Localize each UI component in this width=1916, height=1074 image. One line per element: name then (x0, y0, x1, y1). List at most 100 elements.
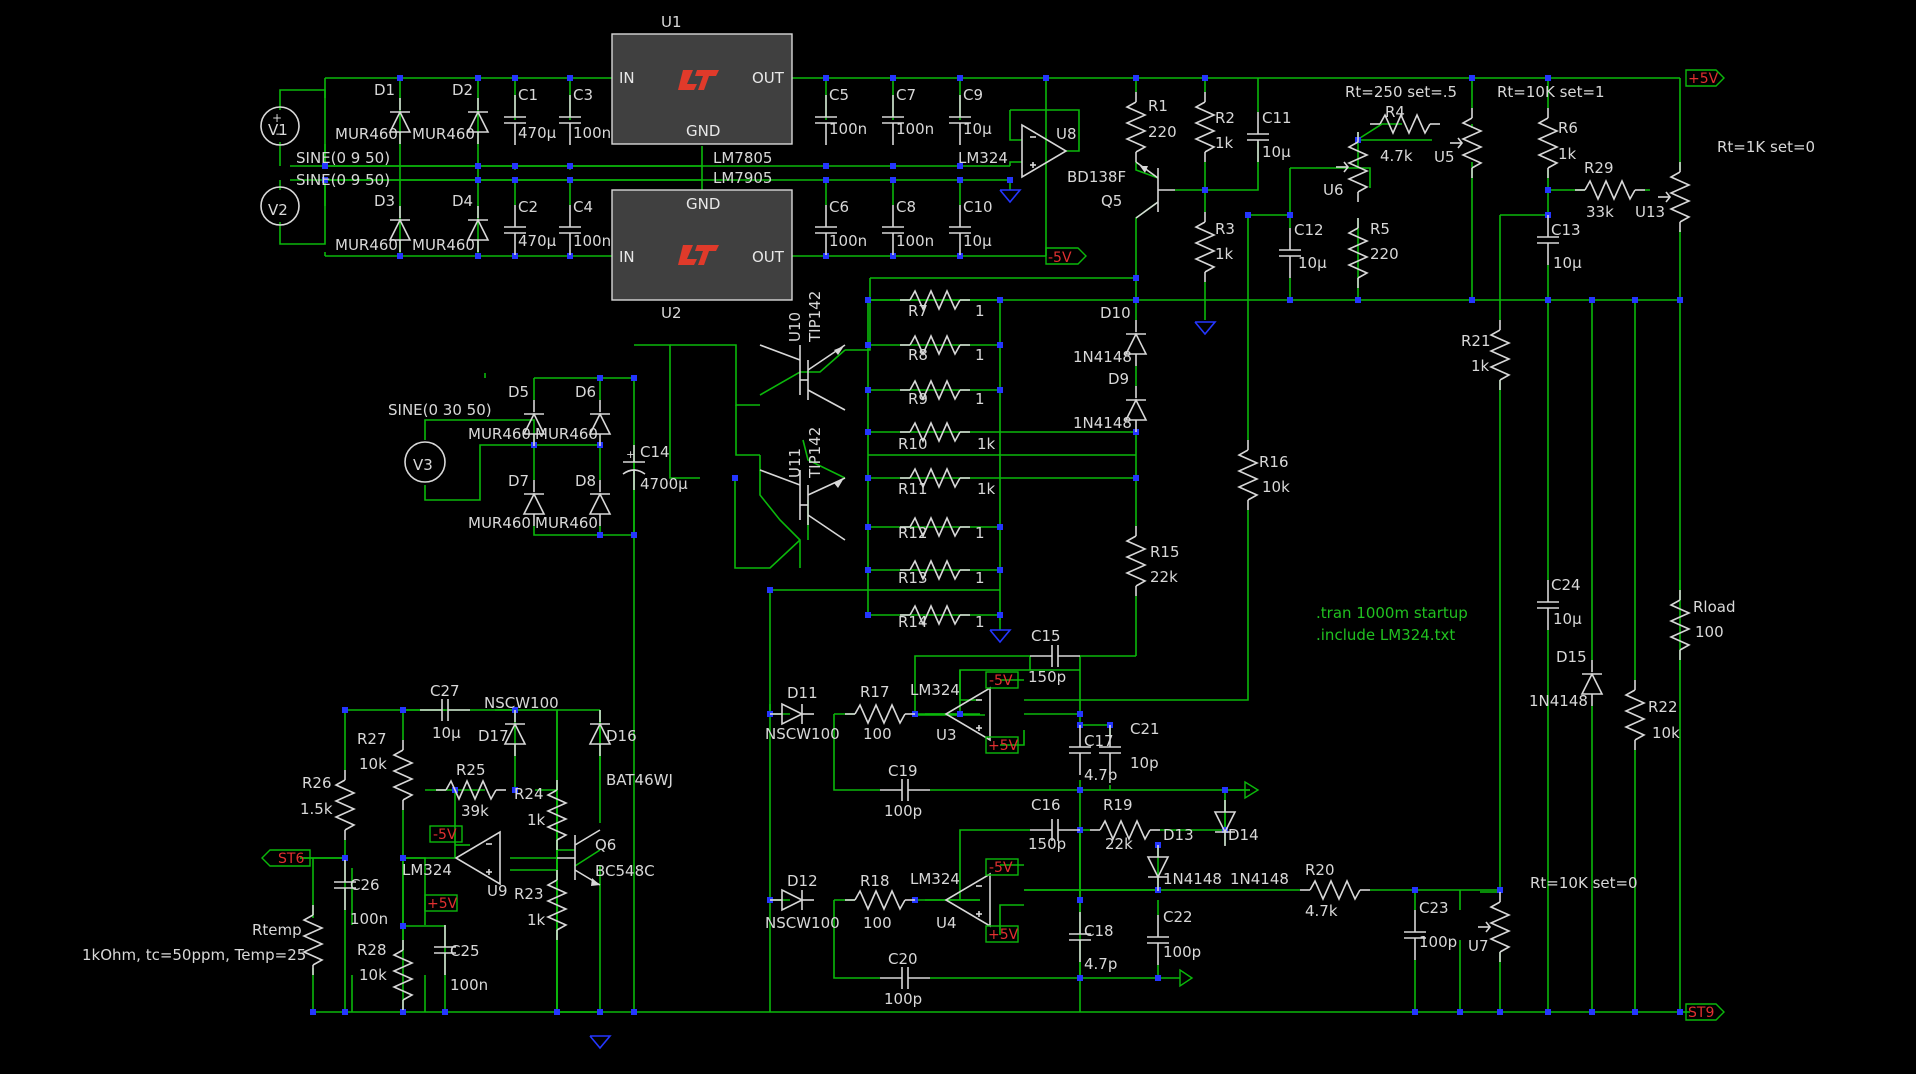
svg-text:ST9: ST9 (1688, 1005, 1714, 1021)
resistor-rtemp: Rtemp 1kOhm, tc=50ppm, Temp=25 (82, 904, 323, 976)
diode-d7: D7 MUR460 (468, 472, 545, 532)
svg-text:100n: 100n (829, 120, 867, 138)
svg-text:R19: R19 (1103, 796, 1133, 814)
svg-text:C5: C5 (829, 86, 849, 104)
svg-text:D17: D17 (478, 727, 509, 745)
svg-text:V3: V3 (413, 456, 433, 474)
svg-text:C13: C13 (1551, 221, 1581, 239)
svg-text:100n: 100n (896, 232, 934, 250)
svg-text:SINE(0 9 50): SINE(0 9 50) (296, 171, 390, 189)
svg-text:1N4148: 1N4148 (1073, 414, 1132, 432)
svg-text:+5V: +5V (988, 738, 1019, 754)
resistor-r19: R19 22k (1089, 796, 1161, 853)
svg-text:10k: 10k (359, 966, 387, 984)
diode-d2: D2 MUR460 (412, 81, 489, 145)
svg-text:+5V: +5V (988, 927, 1019, 943)
svg-text:D15: D15 (1556, 648, 1587, 666)
lt-logo-icon (678, 245, 719, 265)
svg-text:D4: D4 (452, 192, 473, 210)
svg-text:LM324: LM324 (958, 149, 1008, 167)
pot-u13: U13 Rt=1K set=0 (1635, 138, 1815, 233)
svg-text:D13: D13 (1163, 826, 1194, 844)
svg-text:C12: C12 (1294, 221, 1324, 239)
svg-text:U4: U4 (936, 914, 957, 932)
flag-arrow-c20 (1179, 968, 1194, 988)
svg-text:C20: C20 (888, 950, 918, 968)
svg-text:Rt=10K set=1: Rt=10K set=1 (1497, 83, 1605, 101)
svg-text:1k: 1k (1558, 145, 1577, 163)
svg-text:D2: D2 (452, 81, 473, 99)
svg-text:MUR460: MUR460 (468, 425, 531, 443)
svg-text:C3: C3 (573, 86, 593, 104)
svg-text:R20: R20 (1305, 861, 1335, 879)
svg-text:470µ: 470µ (518, 124, 557, 142)
pot-u7: U7 Rt=10K set=0 (1468, 874, 1638, 963)
transistor-q5: BD138F Q5 (1067, 161, 1175, 219)
spice-directives: .tran 1000m startup .include LM324.txt (1316, 604, 1468, 644)
svg-text:1: 1 (975, 390, 985, 408)
svg-text:U10: U10 (786, 312, 804, 342)
svg-text:C1: C1 (518, 86, 538, 104)
svg-text:10µ: 10µ (1298, 254, 1327, 272)
regulator-u1: IN OUT GND U1 LM7805 (611, 13, 793, 167)
svg-text:R1: R1 (1148, 97, 1168, 115)
svg-text:Rt=1K set=0: Rt=1K set=0 (1717, 138, 1815, 156)
svg-text:MUR460: MUR460 (535, 514, 598, 532)
opamp-u4: U4 LM324 (910, 870, 991, 932)
svg-text:100: 100 (1695, 623, 1724, 641)
svg-text:220: 220 (1148, 123, 1177, 141)
svg-text:10µ: 10µ (1553, 610, 1582, 628)
svg-text:R10: R10 (898, 435, 928, 453)
svg-text:D1: D1 (374, 81, 395, 99)
flag-plus5v-u4: +5V (985, 925, 1019, 943)
flag-minus5v-u3: -5V (985, 671, 1019, 689)
svg-text:1: 1 (975, 613, 985, 631)
svg-text:LM7805: LM7805 (713, 149, 772, 167)
svg-text:1kOhm, tc=50ppm, Temp=25: 1kOhm, tc=50ppm, Temp=25 (82, 946, 306, 964)
svg-text:NSCW100: NSCW100 (765, 914, 840, 932)
svg-text:−: − (275, 127, 285, 141)
svg-text:C27: C27 (430, 682, 460, 700)
svg-text:C6: C6 (829, 198, 849, 216)
darlington-u11: U11 TIP142 (759, 427, 846, 541)
svg-text:U2: U2 (661, 304, 682, 322)
svg-text:1: 1 (975, 302, 985, 320)
svg-text:Q5: Q5 (1101, 192, 1122, 210)
svg-text:100p: 100p (1163, 943, 1201, 961)
diode-d16: D16 BAT46WJ (589, 709, 673, 789)
svg-text:C4: C4 (573, 198, 593, 216)
diode-d5: D5 MUR460 (468, 383, 545, 447)
svg-text:D6: D6 (575, 383, 596, 401)
svg-text:100n: 100n (573, 232, 611, 250)
lt-logo-icon (678, 70, 719, 90)
svg-text:1k: 1k (977, 480, 996, 498)
svg-text:MUR460: MUR460 (412, 125, 475, 143)
svg-text:-5V: -5V (989, 673, 1013, 689)
svg-text:R6: R6 (1558, 119, 1578, 137)
pot-u5: U5 Rt=250 set=.5 (1345, 83, 1482, 179)
svg-text:22k: 22k (1105, 835, 1133, 853)
svg-text:C11: C11 (1262, 109, 1292, 127)
svg-text:470µ: 470µ (518, 232, 557, 250)
flag-minus5v-u4: -5V (985, 858, 1019, 876)
svg-text:1N4148: 1N4148 (1529, 692, 1588, 710)
svg-text:100p: 100p (1419, 933, 1457, 951)
diode-d12: D12 NSCW100 (765, 872, 840, 932)
svg-text:C21: C21 (1130, 720, 1160, 738)
svg-text:1: 1 (975, 346, 985, 364)
svg-text:C22: C22 (1163, 908, 1193, 926)
diode-d14: D14 1N4148 (1214, 799, 1289, 888)
svg-text:NSCW100: NSCW100 (765, 725, 840, 743)
svg-text:10µ: 10µ (1262, 143, 1291, 161)
svg-text:GND: GND (686, 122, 720, 140)
svg-text:1k: 1k (527, 911, 546, 929)
svg-text:R8: R8 (908, 346, 928, 364)
